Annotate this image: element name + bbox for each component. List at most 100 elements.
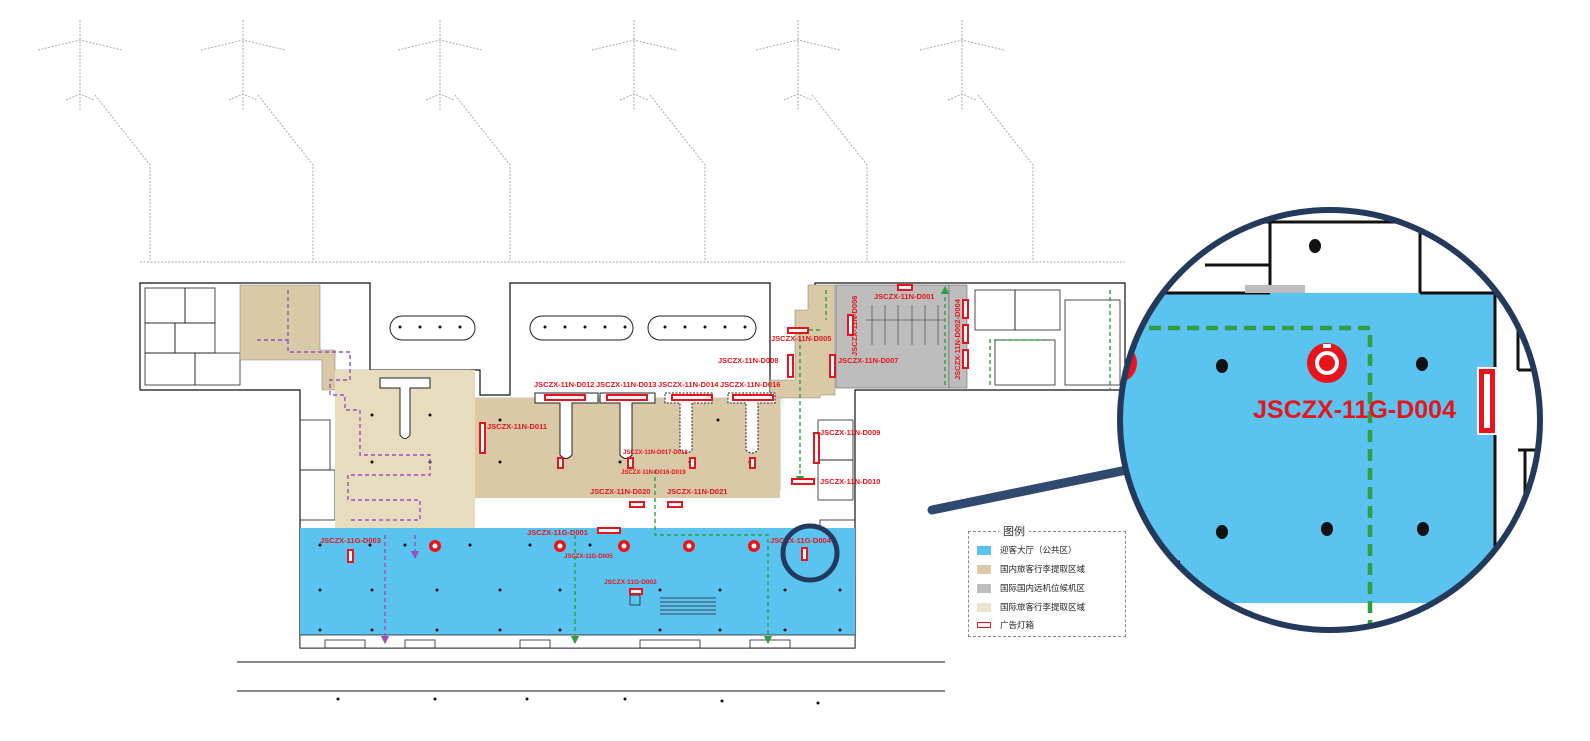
ad-box-n002c[interactable] bbox=[962, 349, 969, 369]
road-markers bbox=[336, 697, 820, 705]
legend-item-arrival-hall: 迎客大厅（公共区） bbox=[977, 543, 1077, 557]
aircraft-icon bbox=[755, 20, 841, 110]
aircraft-icon bbox=[919, 20, 1005, 110]
color-swatch-icon bbox=[977, 564, 991, 574]
ad-label-n017: JSCZX-11N-D017-D018 bbox=[623, 450, 688, 456]
ad-label-n005: JSCZX-11N-D005 bbox=[771, 334, 831, 343]
ad-label-g003: JSCZX-11G-D003 bbox=[320, 536, 381, 545]
ad-box-n019d[interactable] bbox=[749, 457, 756, 469]
ad-light-boxes bbox=[347, 284, 969, 595]
ad-label-g002: JSCZX-11G-D002 bbox=[604, 579, 657, 586]
red-sign-icon bbox=[618, 540, 630, 552]
arrival-hall-public-area bbox=[300, 528, 855, 635]
red-sign-icon bbox=[554, 540, 566, 552]
baggage-carousels bbox=[379, 315, 776, 459]
ad-label-n001: JSCZX-11N-D001 bbox=[874, 292, 934, 301]
ad-label-g005: JSCZX-11G-D005 bbox=[564, 554, 613, 560]
aircraft-icon bbox=[591, 20, 677, 110]
color-swatch-icon bbox=[977, 583, 991, 593]
red-sign-icon bbox=[748, 540, 760, 552]
zoom-grey-block bbox=[1245, 285, 1305, 293]
ad-label-n019: JSCZX-11N-D016-D019 bbox=[621, 470, 686, 476]
ad-box-n002b[interactable] bbox=[962, 324, 969, 344]
ad-box-n006[interactable] bbox=[847, 314, 854, 336]
ad-label-n006: JSCZX-11N-D006 bbox=[850, 296, 859, 356]
ad-label-n007: JSCZX-11N-D007 bbox=[838, 356, 898, 365]
jet-bridge bbox=[649, 94, 706, 262]
legend-item-label: 迎客大厅（公共区） bbox=[1000, 546, 1077, 556]
jet-bridge bbox=[94, 94, 151, 262]
ad-box-n016[interactable] bbox=[732, 394, 774, 401]
ad-box-n014[interactable] bbox=[671, 394, 713, 401]
ad-box-n009[interactable] bbox=[813, 432, 820, 464]
apron-aircraft-group bbox=[37, 20, 1125, 263]
ad-box-n008[interactable] bbox=[787, 354, 794, 378]
ad-label-g004: JSCZX-11G-D004 bbox=[770, 536, 832, 545]
ad-box-n002[interactable] bbox=[962, 299, 969, 319]
ad-box-n001[interactable] bbox=[897, 284, 913, 291]
zoom-green-route bbox=[1130, 325, 1373, 625]
structural-columns bbox=[318, 325, 842, 632]
ad-box-g002[interactable] bbox=[629, 588, 643, 595]
ad-box-n020[interactable] bbox=[629, 501, 645, 508]
red-sign-icon bbox=[683, 540, 695, 552]
ad-box-n012[interactable] bbox=[544, 394, 586, 401]
ad-label-n011: JSCZX-11N-D011 bbox=[487, 422, 547, 431]
purple-walking-route bbox=[255, 290, 431, 645]
ad-box-g004[interactable] bbox=[801, 547, 808, 561]
ad-box-n019a[interactable] bbox=[557, 457, 564, 469]
jet-bridge bbox=[454, 94, 511, 262]
zoom-columns bbox=[1216, 239, 1429, 539]
ad-label-g001: JSCZX-11G-D001 bbox=[527, 528, 588, 537]
color-swatch-icon bbox=[977, 602, 991, 612]
legend-item-intl-baggage: 国际旅客行李提取区域 bbox=[977, 600, 1085, 614]
legend-item-label: 国际旅客行李提取区域 bbox=[1000, 603, 1086, 613]
ad-label-n014: JSCZX-11N-D014 bbox=[658, 380, 719, 389]
ad-box-n007[interactable] bbox=[829, 354, 836, 378]
aircraft-icon bbox=[200, 20, 286, 110]
remote-stand-seating bbox=[866, 305, 944, 345]
ad-label-n008: JSCZX-11N-D008 bbox=[718, 356, 778, 365]
legend-item-label: 国内旅客行李提取区域 bbox=[1000, 565, 1086, 575]
legend-item-label: 广告灯箱 bbox=[1000, 621, 1035, 631]
ad-box-n021[interactable] bbox=[667, 501, 683, 508]
ad-label-n013: JSCZX-11N-D013 bbox=[596, 380, 656, 389]
ad-box-g001[interactable] bbox=[597, 527, 621, 534]
legend-item-domestic-baggage: 国内旅客行李提取区域 bbox=[977, 562, 1085, 576]
ad-box-n019b[interactable] bbox=[627, 457, 634, 469]
floor-plan: JSCZX-11N-D001 JSCZX-11N-D002-D004 JSCZX… bbox=[139, 282, 1126, 705]
hall-sign-markers bbox=[429, 540, 760, 552]
ad-label-n016: JSCZX-11N-D016 bbox=[720, 380, 780, 389]
legend-title: 图例 bbox=[999, 523, 1029, 539]
aircraft-icon bbox=[397, 20, 483, 110]
jet-bridge bbox=[977, 94, 1034, 262]
red-sign-icon bbox=[429, 540, 441, 552]
ad-box-g003[interactable] bbox=[347, 549, 354, 563]
legend-item-remote-stand: 国际国内远机位候机区 bbox=[977, 581, 1085, 595]
landside-road-lines bbox=[237, 661, 945, 692]
map-legend: 图例 迎客大厅（公共区） 国内旅客行李提取区域 国际国内远机位候机区 国际旅客行… bbox=[968, 523, 1126, 637]
jet-bridge bbox=[257, 94, 314, 262]
ad-label-n002: JSCZX-11N-D002-D004 bbox=[953, 298, 962, 380]
color-swatch-icon bbox=[977, 545, 991, 555]
legend-item-ad-box: 广告灯箱 bbox=[977, 618, 1034, 632]
ad-label-n010: JSCZX-11N-D010 bbox=[820, 477, 880, 486]
ad-box-n019c[interactable] bbox=[689, 457, 696, 469]
ad-box-icon bbox=[977, 622, 991, 628]
zoom-callout: JSCZX-11G-D004 bbox=[1117, 207, 1543, 633]
ad-box-n005[interactable] bbox=[787, 327, 809, 334]
ad-box-n011[interactable] bbox=[479, 422, 486, 454]
ad-label-n020: JSCZX-11N-D020 bbox=[590, 487, 650, 496]
ad-label-n009: JSCZX-11N-D009 bbox=[820, 428, 880, 437]
legend-item-label: 国际国内远机位候机区 bbox=[1000, 584, 1086, 594]
aircraft-icon bbox=[37, 20, 123, 110]
ad-box-n010[interactable] bbox=[791, 478, 815, 485]
jet-bridge bbox=[811, 94, 868, 262]
zoom-ring bbox=[1117, 207, 1543, 633]
zoom-ad-label: JSCZX-11G-D004 bbox=[1253, 396, 1456, 424]
zoom-red-sign-icon bbox=[1307, 343, 1347, 383]
ad-box-n013[interactable] bbox=[606, 394, 648, 401]
ad-label-n021: JSCZX-11N-D021 bbox=[667, 487, 727, 496]
highlight-ring bbox=[780, 523, 840, 583]
